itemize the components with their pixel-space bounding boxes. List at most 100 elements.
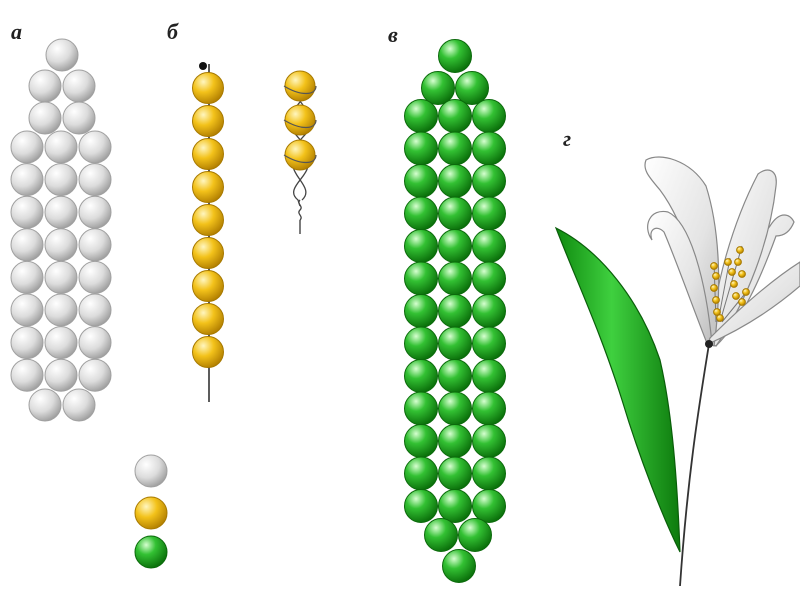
flower-stem	[679, 343, 710, 587]
petal-front	[707, 261, 800, 346]
green-bead	[404, 131, 438, 166]
green-bead	[472, 489, 506, 523]
white-bead	[44, 163, 78, 197]
flower-leaf	[554, 226, 681, 553]
white-bead	[28, 101, 62, 135]
green-bead	[438, 489, 472, 523]
stamen-wire-loops	[283, 85, 317, 164]
green-bead	[438, 261, 472, 296]
yellow-bead	[284, 70, 316, 102]
twisted-stamen	[283, 70, 317, 234]
yellow-bead	[192, 72, 224, 104]
green-bead	[424, 518, 458, 552]
green-bead	[472, 261, 506, 296]
green-bead	[472, 229, 506, 263]
green-bead	[472, 391, 506, 426]
white-bead	[10, 130, 44, 164]
stamen-bead	[712, 272, 720, 280]
green-bead	[455, 71, 489, 105]
stamen-bead	[738, 298, 746, 306]
white-bead	[10, 358, 44, 392]
stamen-bead	[716, 314, 724, 322]
stamen-bead	[713, 308, 721, 316]
green-bead	[438, 39, 472, 73]
white-bead	[62, 69, 96, 103]
green-bead	[472, 131, 506, 166]
green-bead	[472, 99, 506, 133]
stamen-bead	[712, 296, 720, 304]
green-bead	[472, 326, 506, 361]
white-bead	[10, 260, 44, 294]
yellow-bead-strand	[192, 62, 224, 402]
yellow-bead	[192, 336, 224, 368]
white-bead	[28, 388, 62, 422]
stamen-bead	[742, 288, 750, 296]
white-bead	[62, 101, 96, 135]
green-bead	[472, 424, 506, 458]
wire-end-knot	[199, 62, 207, 70]
green-bead	[404, 164, 438, 198]
yellow-bead	[192, 237, 224, 269]
yellow-bead	[192, 105, 224, 137]
green-bead	[404, 359, 438, 393]
white-bead	[78, 130, 112, 164]
stamen-bead	[736, 246, 744, 254]
white-bead	[10, 195, 44, 229]
green-bead	[472, 359, 506, 393]
label-a: а	[11, 19, 22, 44]
green-bead	[404, 261, 438, 296]
white-bead	[28, 69, 62, 103]
green-bead	[472, 196, 506, 231]
yellow-bead	[192, 171, 224, 203]
white-bead	[10, 163, 44, 197]
stamen-bead	[728, 268, 736, 276]
white-bead	[78, 195, 112, 229]
green-bead	[438, 456, 472, 491]
white-bead	[44, 260, 78, 294]
flower-stamens	[710, 245, 750, 323]
green-bead	[421, 71, 455, 105]
white-bead	[78, 260, 112, 294]
white-bead	[45, 38, 79, 72]
flower-base-knot	[705, 340, 713, 348]
yellow-bead	[284, 104, 316, 136]
white-bead	[10, 293, 44, 327]
green-bead	[438, 391, 472, 426]
green-bead	[438, 326, 472, 361]
green-bead	[438, 131, 472, 166]
stamen-bead	[710, 284, 718, 292]
yellow-bead	[192, 270, 224, 302]
yellow-bead	[192, 204, 224, 236]
green-bead	[438, 424, 472, 458]
green-bead	[472, 164, 506, 198]
green-bead	[438, 99, 472, 133]
white-bead	[44, 195, 78, 229]
white-bead	[78, 293, 112, 327]
green-bead	[438, 164, 472, 198]
white-bead	[78, 163, 112, 197]
white-bead	[44, 358, 78, 392]
white-bead	[10, 228, 44, 262]
green-bead	[404, 424, 438, 458]
green-bead	[442, 549, 476, 583]
bead-legend	[134, 454, 168, 569]
label-b: б	[167, 19, 179, 44]
white-bead-leaf	[10, 38, 112, 422]
green-bead	[404, 326, 438, 361]
stamen-bead	[732, 292, 740, 300]
green-bead	[404, 196, 438, 231]
stamen-bead	[724, 258, 732, 266]
legend-yellow-bead	[134, 496, 168, 530]
green-bead-leaf	[404, 39, 506, 583]
green-bead	[404, 489, 438, 523]
legend-white-bead	[134, 454, 168, 488]
yellow-bead	[192, 138, 224, 170]
white-bead	[62, 388, 96, 422]
green-bead	[404, 391, 438, 426]
green-bead	[438, 196, 472, 231]
white-bead	[78, 358, 112, 392]
stamen-bead	[730, 280, 738, 288]
white-bead	[44, 130, 78, 164]
white-bead	[44, 228, 78, 262]
